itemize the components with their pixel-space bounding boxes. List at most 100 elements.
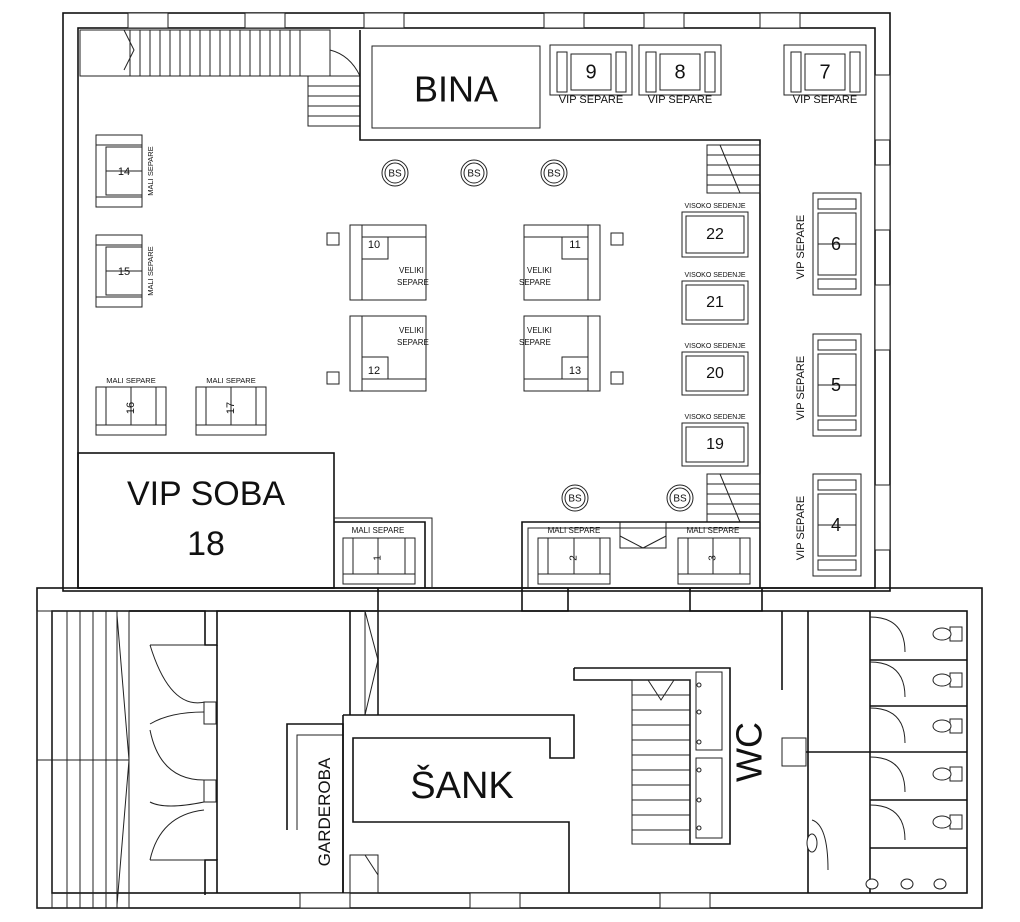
veliki-separe-label-1: VELIKI <box>399 326 424 335</box>
bar-stool-1[interactable]: BS <box>381 159 409 187</box>
veliki-separe-label-2: SEPARE <box>397 338 429 347</box>
visoko-sedenje-21[interactable]: VISOKO SEDENJE 21 <box>681 272 749 325</box>
veliki-separe-label-2: SEPARE <box>519 338 551 347</box>
visoko-sedenje-22[interactable]: VISOKO SEDENJE 22 <box>681 203 749 258</box>
veliki-separe-label-2: SEPARE <box>397 278 429 287</box>
bar-counter[interactable]: ŠANK <box>342 714 575 893</box>
wardrobe-label: GARDEROBA <box>315 757 334 866</box>
vip-separe-4[interactable]: 4 VIP SEPARE <box>795 473 862 577</box>
vip-room-18[interactable]: VIP SOBA 18 <box>77 452 335 589</box>
table-number: 3 <box>708 555 719 561</box>
central-walls <box>349 588 809 716</box>
vip-separe-9[interactable]: 9 VIP SEPARE <box>549 44 633 106</box>
vip-separe-label: VIP SEPARE <box>795 356 807 420</box>
bar-stool-5[interactable]: BS <box>666 484 694 512</box>
veliki-separe-label-1: VELIKI <box>399 266 424 275</box>
vip-separe-6[interactable]: 6 VIP SEPARE <box>795 192 862 296</box>
toilet-icon <box>932 718 963 734</box>
table-number: 2 <box>569 555 580 561</box>
table-number: 10 <box>368 239 380 251</box>
visoko-sedenje-19[interactable]: VISOKO SEDENJE 19 <box>681 414 749 467</box>
mali-separe-label: MALI SEPARE <box>146 246 155 295</box>
mali-separe-label: MALI SEPARE <box>548 526 601 535</box>
table-number: 20 <box>706 365 724 382</box>
vip-separe-label: VIP SEPARE <box>559 94 623 106</box>
lower-bar-nook <box>521 521 760 588</box>
vip-room-number: 18 <box>187 525 225 563</box>
bar-stool-3[interactable]: BS <box>540 159 568 187</box>
wc-area[interactable]: WC <box>729 611 871 893</box>
mali-separe-label: MALI SEPARE <box>146 146 155 195</box>
right-inner-wall <box>706 144 761 588</box>
vip-separe-label: VIP SEPARE <box>648 94 712 106</box>
table-number: 19 <box>706 436 724 453</box>
table-number: 8 <box>674 61 685 83</box>
mali-separe-label: MALI SEPARE <box>206 376 255 385</box>
visoko-sedenje-label: VISOKO SEDENJE <box>684 272 745 279</box>
toilet-icon <box>932 626 963 642</box>
bar-label: ŠANK <box>410 763 513 807</box>
wardrobe-area: GARDEROBA <box>286 723 379 894</box>
vip-separe-label: VIP SEPARE <box>795 215 807 279</box>
veliki-separe-label-1: VELIKI <box>527 326 552 335</box>
mali-separe-16[interactable]: MALI SEPARE 16 <box>95 376 167 436</box>
mali-separe-3[interactable]: MALI SEPARE 3 <box>677 526 751 585</box>
bar-stool-2[interactable]: BS <box>460 159 488 187</box>
vip-separe-7[interactable]: 7 VIP SEPARE <box>783 44 867 106</box>
vip-separe-8[interactable]: 8 VIP SEPARE <box>638 44 722 106</box>
stage <box>371 45 541 129</box>
veliki-separe-13[interactable]: 13 VELIKI SEPARE <box>519 315 624 392</box>
wc-label: WC <box>729 722 770 782</box>
toilet-icon <box>932 766 963 782</box>
table-number: 14 <box>118 166 130 178</box>
mali-separe-label: MALI SEPARE <box>687 526 740 535</box>
veliki-separe-12[interactable]: 12 VELIKI SEPARE <box>326 315 429 392</box>
stage-area: BINA <box>359 30 761 193</box>
bs-label: BS <box>467 169 481 180</box>
entrance-stairs <box>36 610 130 909</box>
vip-separe-5[interactable]: 5 VIP SEPARE <box>795 333 862 437</box>
mali-separe-17[interactable]: MALI SEPARE 17 <box>195 376 267 436</box>
veliki-separe-label-1: VELIKI <box>527 266 552 275</box>
bs-label: BS <box>388 169 402 180</box>
visoko-sedenje-label: VISOKO SEDENJE <box>684 414 745 421</box>
table-number: 16 <box>125 402 137 414</box>
bar-stool-4[interactable]: BS <box>561 484 589 512</box>
sink-icon <box>806 819 829 871</box>
table-number: 15 <box>118 266 130 278</box>
veliki-separe-11[interactable]: 11 VELIKI SEPARE <box>519 224 624 301</box>
table-number: 5 <box>831 375 841 395</box>
visoko-sedenje-20[interactable]: VISOKO SEDENJE 20 <box>681 343 749 396</box>
urinal-icon <box>865 878 947 890</box>
visoko-sedenje-label: VISOKO SEDENJE <box>684 343 745 350</box>
mali-separe-label: MALI SEPARE <box>352 526 405 535</box>
stage-label: BINA <box>414 69 498 110</box>
vip-separe-label: VIP SEPARE <box>795 496 807 560</box>
table-number: 9 <box>585 61 596 83</box>
mali-separe-2[interactable]: MALI SEPARE 2 <box>537 526 611 585</box>
toilet-icon <box>932 672 963 688</box>
vip-separe-label: VIP SEPARE <box>793 94 857 106</box>
mali-separe-14[interactable]: 14 MALI SEPARE <box>95 134 155 208</box>
table-number: 13 <box>569 365 581 377</box>
table-number: 7 <box>819 61 830 83</box>
veliki-separe-10[interactable]: 10 VELIKI SEPARE <box>326 224 429 301</box>
table-number: 12 <box>368 365 380 377</box>
vip-room-title: VIP SOBA <box>127 475 285 513</box>
stairs-top-left <box>79 29 361 127</box>
entrance-doors[interactable] <box>129 588 379 895</box>
bs-label: BS <box>568 494 582 505</box>
veliki-separe-label-2: SEPARE <box>519 278 551 287</box>
bs-label: BS <box>673 494 687 505</box>
mali-separe-15[interactable]: 15 MALI SEPARE <box>95 234 155 308</box>
table-number: 1 <box>373 555 384 561</box>
mali-separe-label: MALI SEPARE <box>106 376 155 385</box>
table-number: 4 <box>831 515 841 535</box>
table-number: 22 <box>706 226 724 243</box>
toilet-icon <box>932 814 963 830</box>
table-number: 6 <box>831 234 841 254</box>
visoko-sedenje-label: VISOKO SEDENJE <box>684 203 745 210</box>
mali-separe-1[interactable]: MALI SEPARE 1 <box>334 517 433 588</box>
toilet-stalls <box>806 616 967 890</box>
